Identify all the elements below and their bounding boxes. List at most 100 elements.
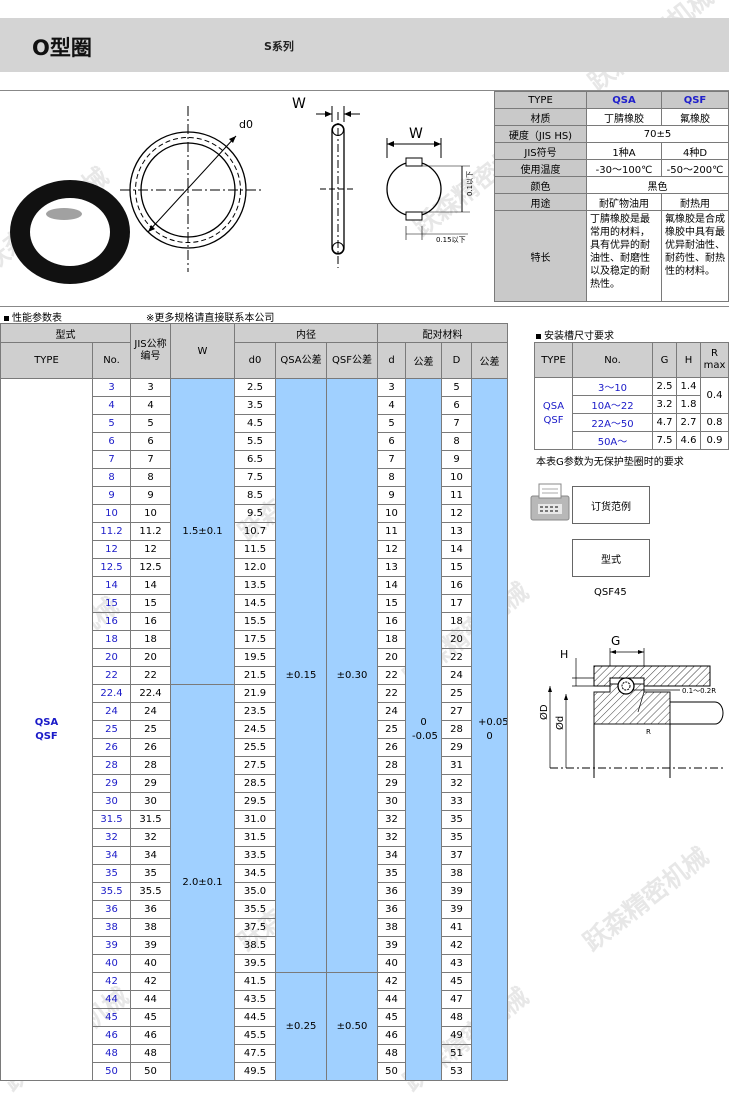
d0-cell: 49.5: [234, 1062, 276, 1081]
watermark: 跃森精密机械: [577, 841, 714, 957]
D-cell: 29: [441, 738, 472, 757]
jis-cell: 15: [130, 594, 171, 613]
properties-table: TYPE QSA QSF 材质 丁腈橡胶 氟橡胶 硬度（JIS HS) 70±5…: [494, 91, 729, 302]
no-cell: 12: [92, 540, 131, 559]
groove-note: 本表G参数为无保护垫圈时的要求: [536, 457, 684, 468]
d-cell: 18: [377, 630, 406, 649]
groove-no: 22A～50: [572, 413, 653, 432]
no-cell: 46: [92, 1026, 131, 1045]
D-cell: 22: [441, 648, 472, 667]
d0-cell: 31.0: [234, 810, 276, 829]
perf-title: 性能参数表: [4, 309, 62, 324]
D-cell: 18: [441, 612, 472, 631]
no-cell: 34: [92, 846, 131, 865]
no-cell: 29: [92, 774, 131, 793]
D-label: ØD: [538, 704, 550, 720]
jis-cell: 39: [130, 936, 171, 955]
D-cell: 39: [441, 900, 472, 919]
d-cell: 28: [377, 756, 406, 775]
groove-g-header: G: [652, 342, 677, 378]
order-example-button[interactable]: 订货范例: [572, 486, 650, 524]
color-value: 黑色: [586, 176, 729, 194]
hardness-value: 70±5: [586, 125, 729, 143]
d0-cell: 33.5: [234, 846, 276, 865]
jis-cell: 9: [130, 486, 171, 505]
d0-cell: 41.5: [234, 972, 276, 991]
D-cell: 9: [441, 450, 472, 469]
oring-drawing: d0 W W 0.1以下 0.15以下: [10, 96, 474, 284]
model-example: QSF45: [594, 587, 627, 598]
groove-h: 4.6: [676, 431, 701, 450]
D-cell: 17: [441, 594, 472, 613]
no-cell: 22.4: [92, 684, 131, 703]
no-cell: 35: [92, 864, 131, 883]
type-cell: QSA QSF: [0, 378, 93, 1081]
w-cell: 2.0±0.1: [170, 684, 235, 1081]
d-cell: 25: [377, 720, 406, 739]
d-cell: 24: [377, 702, 406, 721]
no-cell: 14: [92, 576, 131, 595]
d0-cell: 21.5: [234, 666, 276, 685]
jis-cell: 22: [130, 666, 171, 685]
no-cell: 26: [92, 738, 131, 757]
jis-label: JIS符号: [494, 142, 587, 160]
jis-cell: 14: [130, 576, 171, 595]
d0-cell: 17.5: [234, 630, 276, 649]
no-cell: 24: [92, 702, 131, 721]
groove-h: 1.4: [676, 377, 701, 396]
D-cell: 35: [441, 810, 472, 829]
D-cell: 45: [441, 972, 472, 991]
D-cell: 27: [441, 702, 472, 721]
d-cell: 36: [377, 882, 406, 901]
d-cell: 45: [377, 1008, 406, 1027]
D-cell: 47: [441, 990, 472, 1009]
D-cell: 14: [441, 540, 472, 559]
d0-cell: 29.5: [234, 792, 276, 811]
d0-label: d0: [239, 118, 253, 131]
usage-qsf: 耐热用: [661, 193, 729, 211]
d0-cell: 11.5: [234, 540, 276, 559]
d-cell: 40: [377, 954, 406, 973]
d-col-header: d: [377, 342, 406, 379]
model-box: 型式: [572, 539, 650, 577]
tol-D-header: 公差: [471, 342, 508, 379]
D-cell: 13: [441, 522, 472, 541]
jis-cell: 45: [130, 1008, 171, 1027]
d-cell: 7: [377, 450, 406, 469]
D-cell: 37: [441, 846, 472, 865]
d0-cell: 14.5: [234, 594, 276, 613]
D-cell: 53: [441, 1062, 472, 1081]
mating-header: 配对材料: [377, 323, 508, 343]
jis-cell: 10: [130, 504, 171, 523]
groove-no: 3～10: [572, 377, 653, 396]
d-cell: 6: [377, 432, 406, 451]
jis-cell: 28: [130, 756, 171, 775]
temp-qsf: -50～200℃: [661, 159, 729, 177]
D-cell: 16: [441, 576, 472, 595]
d0-cell: 2.5: [234, 378, 276, 397]
jis-cell: 6: [130, 432, 171, 451]
d0-cell: 47.5: [234, 1044, 276, 1063]
groove-r: 0.4: [700, 377, 729, 414]
groove-g: 4.7: [652, 413, 677, 432]
feature-qsf: 氟橡胶是合成橡胶中具有最优异耐油性、耐药性、耐热性的材料。: [661, 210, 729, 302]
D-cell: 51: [441, 1044, 472, 1063]
d-cell: 30: [377, 792, 406, 811]
type-header: TYPE: [494, 91, 587, 109]
D-cell: 20: [441, 630, 472, 649]
qsa-header: QSA: [586, 91, 662, 109]
d-cell: 12: [377, 540, 406, 559]
material-qsf: 氟橡胶: [661, 108, 729, 126]
groove-h-header: H: [676, 342, 701, 378]
series-label: S系列: [264, 40, 294, 53]
